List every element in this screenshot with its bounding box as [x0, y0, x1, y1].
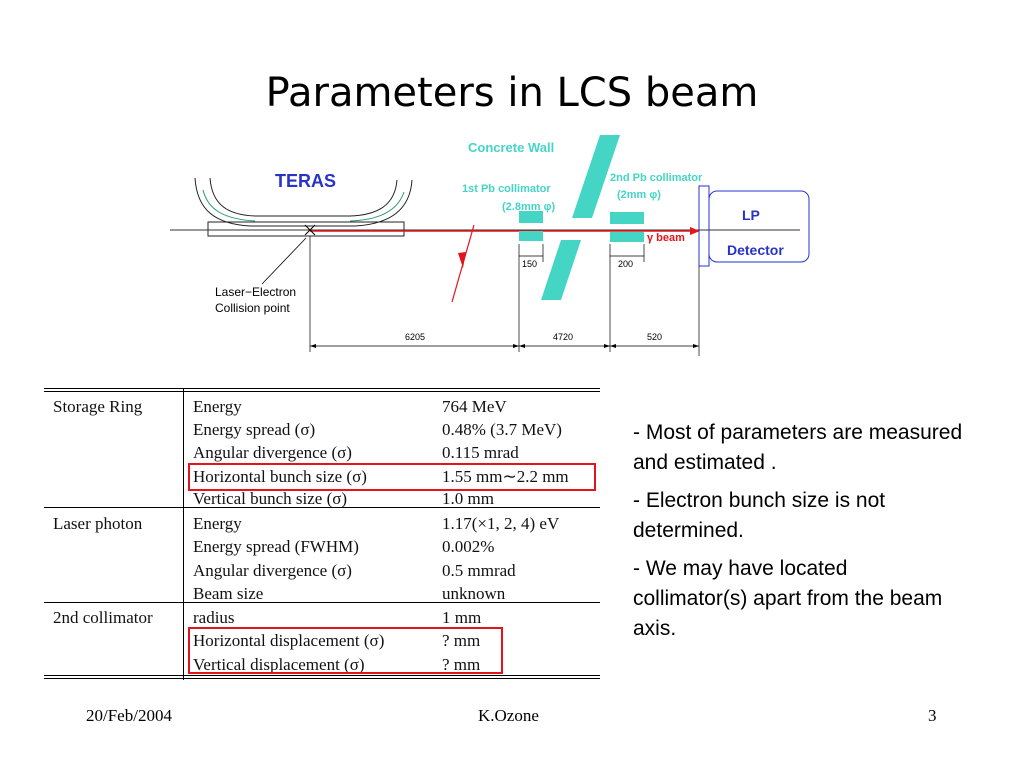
dim-520: 520	[647, 332, 662, 342]
param-cell: Energy	[193, 397, 242, 416]
param-cell: Beam size	[193, 584, 264, 603]
ring-outer-arc	[194, 177, 413, 227]
param-cell: Vertical bunch size (σ)	[193, 489, 348, 508]
param-cell: Energy spread (σ)	[193, 420, 316, 439]
group-name: Laser photon	[53, 514, 143, 533]
value-cell: 0.115 mrad	[442, 443, 519, 462]
value-cell: 1.17(×1, 2, 4) eV	[442, 514, 560, 533]
table-group-rule-1	[44, 507, 600, 508]
value-cell: 1.0 mm	[442, 489, 494, 508]
table-group-rule-2	[44, 602, 600, 603]
note-item: - We may have located collimator(s) apar…	[633, 557, 943, 640]
value-cell: unknown	[442, 584, 506, 603]
parameter-table: Storage Ring Energy 764 MeV Energy sprea…	[44, 388, 600, 680]
slide-title: Parameters in LCS beam	[265, 70, 759, 116]
table-bottom-rule-2	[44, 678, 600, 679]
concrete-wall-lower	[541, 240, 581, 300]
group-name: Storage Ring	[53, 397, 143, 416]
collimator1-label: 1st Pb collimator	[462, 183, 551, 195]
dim-150: 150	[522, 259, 537, 269]
gamma-beam-label: γ beam	[647, 232, 685, 244]
note-item: - Most of parameters are measured and es…	[633, 421, 963, 474]
param-cell: Horizontal bunch size (σ)	[193, 467, 367, 486]
detector-box	[708, 190, 810, 263]
collimator1-top	[519, 211, 543, 223]
dim-200: 200	[618, 259, 633, 269]
concrete-wall-label: Concrete Wall	[468, 140, 554, 155]
collision-label-line1: Laser−Electron	[215, 285, 296, 299]
gamma-beam-arrowhead	[690, 227, 700, 235]
collision-leader	[261, 237, 307, 285]
detector-plate	[698, 185, 710, 267]
dim-4720: 4720	[553, 332, 573, 342]
param-cell: Vertical displacement (σ)	[193, 655, 365, 674]
value-cell: 0.002%	[442, 537, 495, 556]
note-item: - Electron bunch size is not determined.	[633, 489, 886, 542]
group-name: 2nd collimator	[53, 608, 153, 627]
collision-label-line2: Collision point	[215, 301, 290, 315]
table-top-rule	[44, 388, 600, 389]
collimator2-top	[610, 212, 644, 224]
beamline-diagram: Concrete Wall 1st Pb collimator (2.8mm φ…	[170, 135, 810, 356]
value-cell: ? mm	[442, 631, 481, 650]
highlight-displacement	[188, 627, 503, 674]
notes: - Most of parameters are measured and es…	[633, 418, 963, 652]
ring-green-arc-right	[349, 191, 405, 222]
laser-arrowhead	[458, 252, 466, 268]
value-cell: 764 MeV	[442, 397, 507, 416]
dim-6205: 6205	[405, 332, 425, 342]
collimator2-bottom	[610, 232, 644, 242]
collimator1-bottom	[519, 231, 543, 241]
collimator2-label: 2nd Pb collimator	[610, 172, 703, 184]
table-column-divider	[183, 388, 184, 680]
value-cell: 1.55 mm∼2.2 mm	[442, 467, 569, 486]
param-cell: Energy spread (FWHM)	[193, 537, 359, 556]
param-cell: Angular divergence (σ)	[193, 561, 352, 580]
teras-label: TERAS	[275, 171, 336, 191]
table-top-rule-2	[44, 391, 600, 392]
collimator2-size: (2mm φ)	[617, 189, 661, 201]
dimension-lines	[309, 236, 700, 356]
footer-author: K.Ozone	[478, 706, 539, 725]
detector-label: Detector	[727, 242, 784, 258]
highlight-horizontal-bunch-size	[188, 463, 596, 491]
param-cell: Angular divergence (σ)	[193, 443, 352, 462]
concrete-wall-upper	[572, 135, 620, 218]
straight-section	[207, 221, 405, 237]
table-bottom-rule	[44, 675, 600, 676]
lp-label: LP	[742, 207, 760, 223]
storage-ring	[194, 177, 413, 237]
value-cell: ? mm	[442, 655, 481, 674]
value-cell: 0.48% (3.7 MeV)	[442, 420, 562, 439]
collimator1-size: (2.8mm φ)	[502, 201, 555, 213]
value-cell: 0.5 mmrad	[442, 561, 516, 580]
ring-green-arc	[202, 189, 256, 222]
collision-x-2	[304, 224, 316, 236]
ring-inner-arc	[209, 177, 398, 217]
param-cell: Horizontal displacement (σ)	[193, 631, 385, 650]
footer-date: 20/Feb/2004	[86, 706, 172, 725]
value-cell: 1 mm	[442, 608, 482, 627]
footer-page-number: 3	[928, 706, 937, 725]
param-cell: radius	[193, 608, 235, 627]
param-cell: Energy	[193, 514, 242, 533]
dimension-arrowheads	[310, 344, 699, 348]
